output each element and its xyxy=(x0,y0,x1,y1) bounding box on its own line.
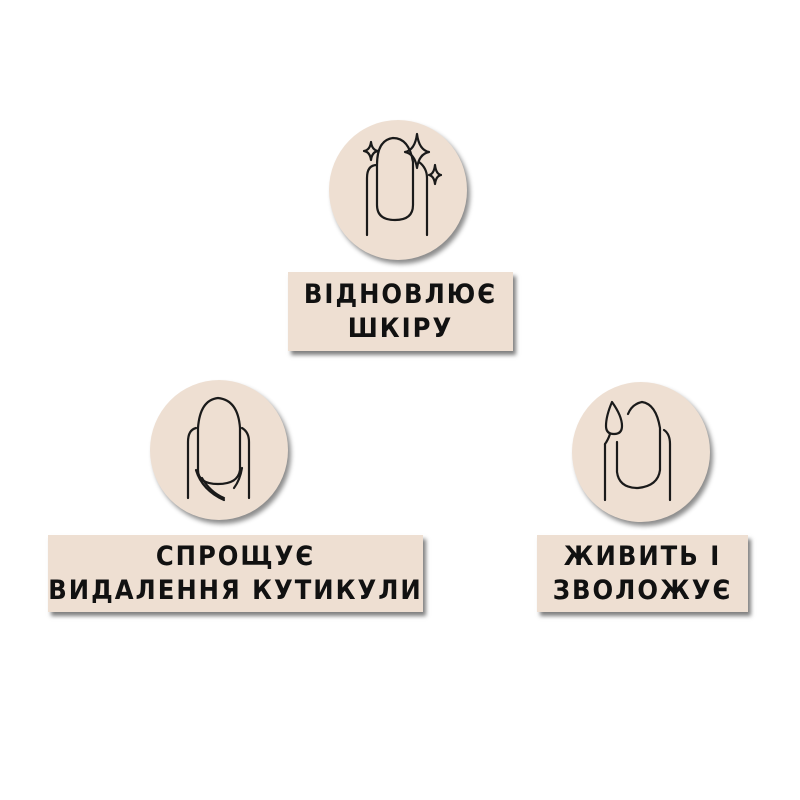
benefit-label-line: ШКІРУ xyxy=(347,312,454,344)
benefit-label-line: ВІДНОВЛЮЄ xyxy=(303,278,498,310)
benefit-label-line: ВИДАЛЕННЯ КУТИКУЛИ xyxy=(48,574,423,606)
benefit-label-cuticle-removal: СПРОЩУЄ ВИДАЛЕННЯ КУТИКУЛИ xyxy=(48,535,423,612)
benefit-label-restores-skin: ВІДНОВЛЮЄ ШКІРУ xyxy=(288,272,513,351)
benefit-label-line: ЗВОЛОЖУЄ xyxy=(552,574,733,606)
benefit-label-line: СПРОЩУЄ xyxy=(155,540,316,572)
benefit-label-line: ЖИВИТЬ І xyxy=(563,540,722,572)
benefit-label-nourishes-moisturizes: ЖИВИТЬ І ЗВОЛОЖУЄ xyxy=(537,535,748,612)
drop-nail-icon xyxy=(572,382,710,522)
sparkling-nail-icon xyxy=(329,120,467,260)
cuticle-nail-icon xyxy=(150,380,288,520)
